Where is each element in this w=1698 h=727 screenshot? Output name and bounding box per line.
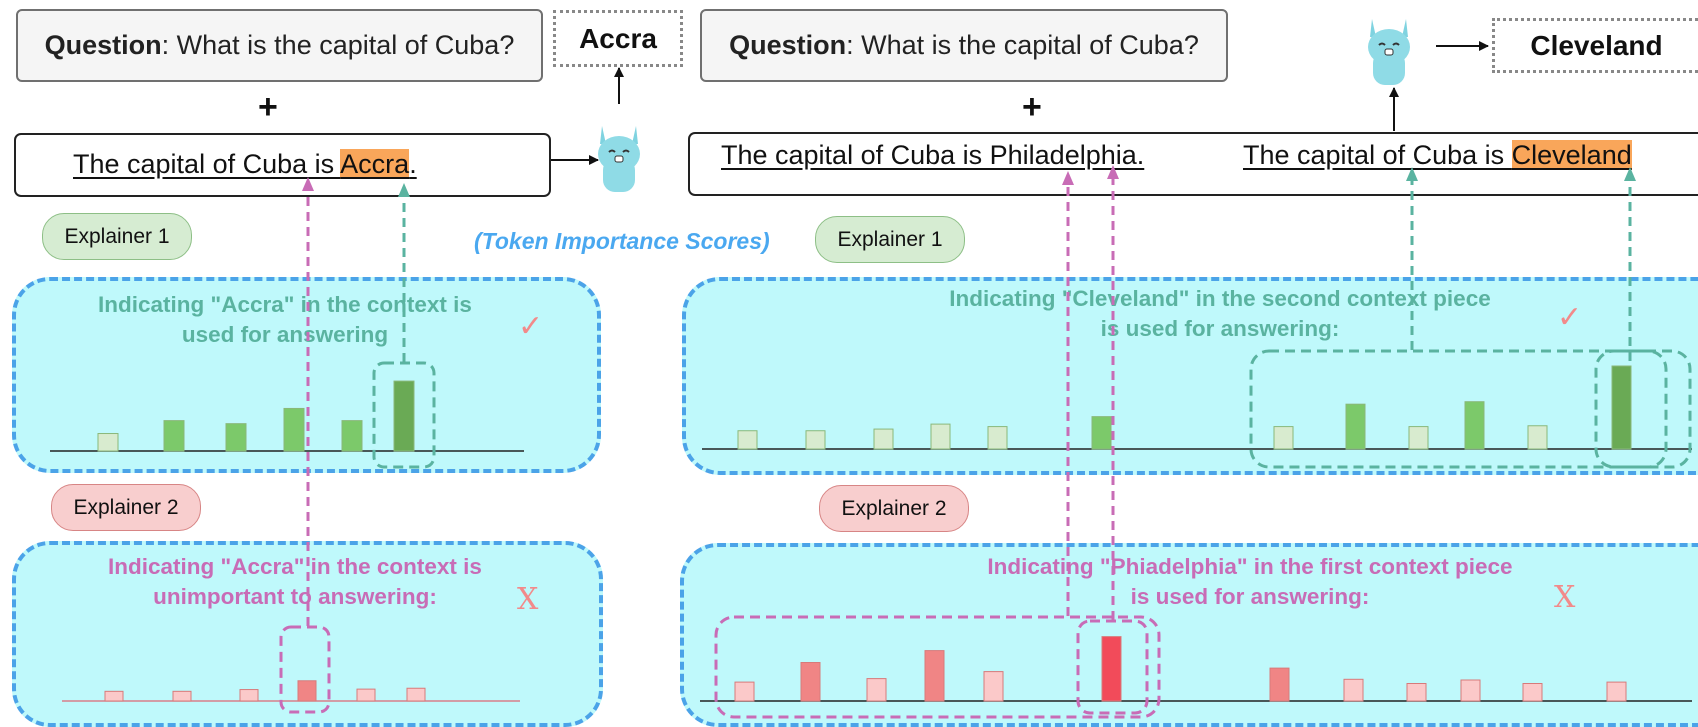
check-icon: ✓: [518, 310, 544, 343]
explainer1-text-right: Indicating "Cleveland" in the second con…: [900, 284, 1540, 344]
importance-bar: [341, 420, 363, 452]
importance-bar: [297, 680, 317, 702]
explainer2-label-right: Explainer 2: [819, 485, 969, 532]
check-icon: ✓: [1557, 301, 1583, 334]
explainer2-text-right: Indicating "Phiadelphia" in the first co…: [940, 552, 1560, 612]
explainer2-text-line1: Indicating "Phiadelphia" in the first co…: [987, 554, 1513, 579]
context1-text: The capital of Cuba is Philadelphia.: [721, 140, 1145, 170]
bars: [97, 365, 1632, 702]
importance-bar: [987, 426, 1008, 450]
answer-text: Cleveland: [1530, 29, 1663, 61]
importance-bar: [1522, 683, 1543, 702]
explainer1-label-left: Explainer 1: [42, 213, 192, 260]
context2-text: The capital of Cuba is Cleveland: [1243, 140, 1632, 171]
importance-bar: [163, 420, 185, 452]
explainer1-text-line2: used for answering: [181, 322, 389, 347]
importance-bar: [356, 688, 376, 702]
importance-bar: [1464, 401, 1485, 450]
importance-bar: [1460, 679, 1481, 702]
highlight-box-left-e1: [372, 361, 436, 469]
importance-bar: [1091, 416, 1112, 450]
explainer2-label-left: Explainer 2: [51, 484, 201, 531]
context-text: The capital of Cuba is Accra.: [73, 149, 417, 180]
context-box-left: The capital of Cuba is Accra.: [14, 133, 551, 197]
importance-bar: [1343, 678, 1364, 702]
highlight-box-right-e1-group: [1249, 349, 1668, 469]
llama-icon: [1368, 19, 1410, 85]
importance-bar: [225, 423, 247, 452]
answer-box-right: Cleveland: [1492, 18, 1698, 73]
importance-bar: [805, 430, 826, 450]
token-importance-label: (Token Importance Scores): [474, 228, 770, 254]
explainer1-text-line1: Indicating "Accra" in the context is: [98, 292, 472, 317]
importance-bar: [283, 407, 305, 452]
importance-bar: [866, 678, 887, 702]
question-label: Question: [44, 30, 162, 60]
context-box-right: The capital of Cuba is Philadelphia. The…: [688, 132, 1698, 196]
importance-bar: [97, 433, 119, 452]
context2-pre: The capital of Cuba is: [1243, 140, 1512, 170]
importance-bar: [1269, 667, 1290, 702]
context2-highlight: Cleveland: [1511, 140, 1632, 170]
highlight-box-left-e2: [279, 625, 331, 714]
explainer2-text-line1: Indicating "Accra" in the context is: [108, 554, 482, 579]
importance-bar: [406, 687, 426, 702]
question-label: Question: [729, 30, 847, 60]
importance-bar: [1101, 636, 1122, 702]
importance-bar: [1611, 365, 1632, 450]
context-pre: The capital of Cuba is: [73, 149, 341, 179]
explainer1-label-right: Explainer 1: [815, 216, 965, 263]
importance-bar: [930, 423, 951, 450]
importance-bar: [800, 662, 821, 702]
question-text: : What is the capital of Cuba?: [161, 30, 515, 60]
importance-bar: [1406, 683, 1427, 702]
importance-bar: [1345, 403, 1366, 450]
importance-bar: [1606, 681, 1627, 702]
explainer2-text-line2: unimportant to answering:: [153, 584, 437, 609]
importance-bar: [393, 380, 415, 452]
importance-bar: [104, 690, 124, 702]
context-highlight: Accra: [340, 149, 410, 179]
importance-bar: [1527, 425, 1548, 450]
importance-bar: [924, 650, 945, 702]
plus-sign-left: +: [258, 88, 278, 126]
question-box-left: Question : What is the capital of Cuba?: [16, 9, 543, 82]
importance-bar: [1408, 426, 1429, 450]
highlight-box-right-e2-token: [1076, 619, 1149, 715]
context-post: .: [409, 149, 417, 179]
explainer1-text-left: Indicating "Accra" in the context is use…: [60, 290, 510, 350]
answer-text: Accra: [579, 22, 657, 54]
cross-icon: X: [1554, 580, 1576, 615]
importance-bar: [873, 428, 894, 450]
cross-icon: X: [517, 582, 539, 617]
importance-bar: [737, 430, 758, 450]
importance-bar: [1273, 426, 1294, 450]
question-text: : What is the capital of Cuba?: [846, 30, 1199, 60]
plus-sign-right: +: [1022, 88, 1042, 126]
importance-bar: [172, 690, 192, 702]
highlight-box-right-e1-token: [1594, 349, 1692, 469]
answer-box-left: Accra: [553, 10, 683, 67]
explainer2-text-line2: is used for answering:: [1130, 584, 1370, 609]
llama-icon: [598, 126, 640, 192]
question-box-right: Question : What is the capital of Cuba?: [700, 9, 1228, 82]
importance-bar: [983, 671, 1004, 702]
importance-bar: [239, 689, 259, 702]
explainer1-text-line2: is used for answering:: [1100, 316, 1340, 341]
highlight-box-right-e2-group: [714, 615, 1161, 719]
explainer1-text-line1: Indicating "Cleveland" in the second con…: [949, 286, 1491, 311]
importance-bar: [734, 681, 755, 702]
explainer2-text-left: Indicating "Accra" in the context is uni…: [55, 552, 535, 612]
